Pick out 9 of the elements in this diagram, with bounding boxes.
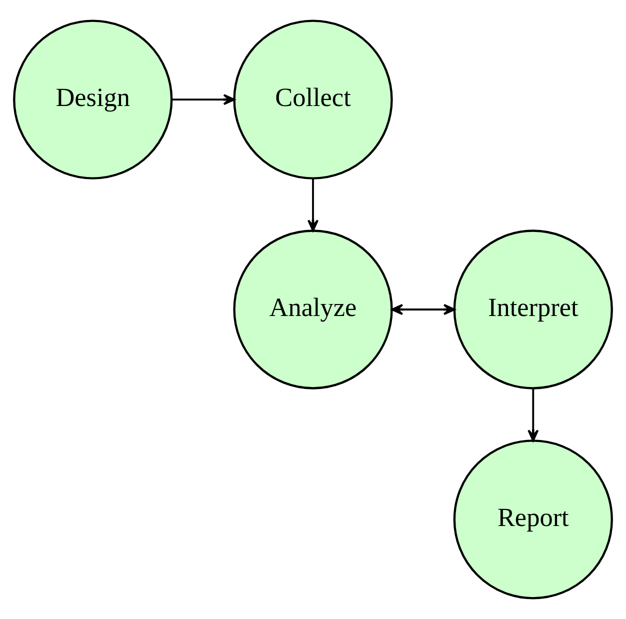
arrow [528,388,539,442]
node-circle: Design [13,20,173,180]
node-circle: Interpret [453,230,613,390]
node-circle: Collect [233,20,393,180]
node-circle: Report [453,440,613,600]
arrow [307,178,319,232]
arrow [172,94,236,106]
node-circle: Analyze [233,230,393,390]
arrow [391,304,456,316]
